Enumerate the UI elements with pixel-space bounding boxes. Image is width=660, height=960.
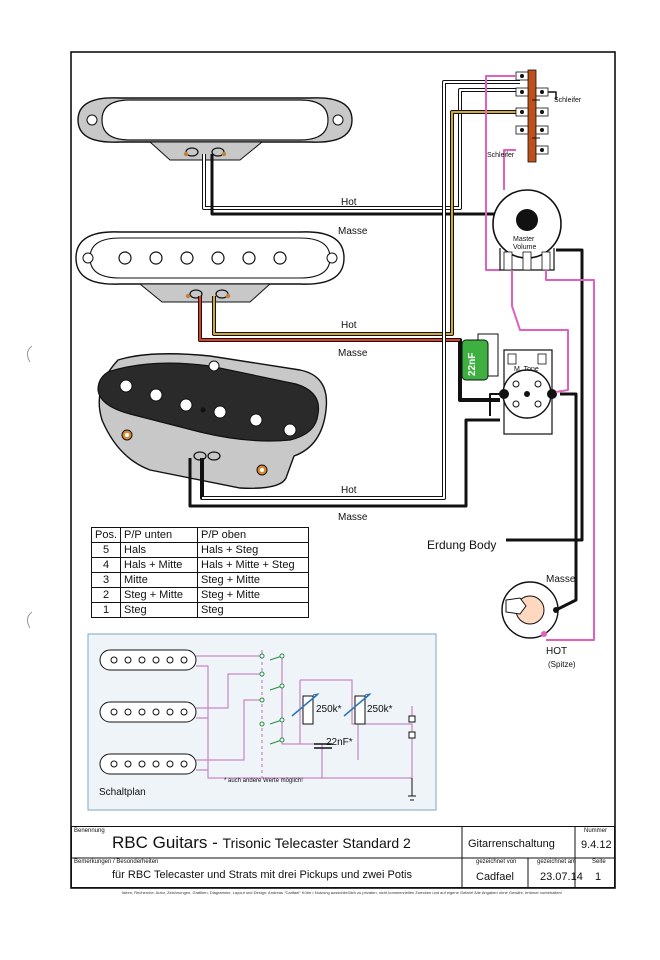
table-cell: 2 [90, 587, 122, 603]
table-cell: Steg [197, 602, 310, 618]
neck-wires [202, 88, 520, 216]
page-frame [70, 51, 616, 889]
table-header: P/P oben [197, 527, 310, 543]
schematic-title: Schaltplan [99, 787, 146, 798]
table-cell: Steg + Mitte [197, 572, 310, 588]
gezeichnet-am-label: gezeichnet am [537, 859, 577, 865]
table-cell: Hals [120, 542, 199, 558]
capacitor-22nf [461, 333, 499, 381]
label-master-volume-1: Master [513, 236, 535, 243]
table-row: 3 Mitte Steg + Mitte [90, 572, 310, 588]
switch-position-table: Pos. P/P unten P/P oben 5 Hals Hals + St… [90, 527, 310, 618]
label-hot-neck: Hot [341, 197, 357, 208]
label-schleifer-bottom: Schleifer [487, 152, 515, 159]
punch-mark-top [26, 345, 33, 363]
schematic-note: * auch andere Werte möglich! [224, 778, 303, 784]
table-cell: Mitte [120, 572, 199, 588]
footer-disclaimer: Ideen, Recherche, Autor, Zeichnungen, Gr… [121, 890, 563, 895]
drawing-description: für RBC Telecaster und Strats mit drei P… [112, 869, 412, 881]
label-masse-middle: Masse [338, 348, 368, 359]
bemerkungen-label: Bemerkungen / Besonderheiten [74, 859, 159, 865]
drawing-subtitle: Trisonic Telecaster Standard 2 [222, 835, 411, 851]
table-row: 5 Hals Hals + Steg [90, 542, 310, 558]
table-row: 2 Steg + Mitte Steg + Mitte [90, 587, 310, 603]
title-dash: - [207, 833, 223, 852]
label-schleifer-top: Schleifer [554, 97, 582, 104]
author-name: Cadfael [476, 871, 514, 883]
schematic-cap-label: 22nF* [326, 737, 353, 748]
label-22nf: 22nF [467, 352, 478, 376]
label-masse-jack: Masse [546, 574, 576, 585]
output-jack [501, 581, 559, 639]
title-block-grid [71, 826, 615, 888]
schematic-pot2-label: 250k* [367, 704, 393, 715]
table-cell: 4 [90, 557, 122, 573]
table-cell: Hals + Mitte [120, 557, 199, 573]
category-label: Gitarrenschaltung [468, 838, 555, 850]
benennung-label: Benennung [74, 828, 105, 834]
table-header: Pos. [90, 527, 122, 543]
table-header: P/P unten [120, 527, 199, 543]
middle-pickup [75, 231, 345, 303]
schematic-pot1-label: 250k* [316, 704, 342, 715]
label-hot-bridge: Hot [341, 485, 357, 496]
table-cell: Steg + Mitte [120, 587, 199, 603]
label-hot-jack: HOT [546, 646, 568, 657]
master-tone-pot [499, 349, 557, 435]
switch-output-wires [485, 75, 557, 271]
nummer-label: Nummer [584, 828, 608, 834]
master-volume-pot [492, 189, 562, 271]
drawing-date: 23.07.14 [540, 871, 583, 883]
table-cell: Steg + Mitte [197, 587, 310, 603]
table-header-row: Pos. P/P unten P/P oben [90, 527, 310, 543]
pickup-selector-switch [515, 69, 549, 163]
table-cell: Hals + Mitte + Steg [197, 557, 310, 573]
brand-name: RBC Guitars [112, 833, 208, 852]
punch-mark-bottom [26, 611, 33, 629]
label-erdung-body: Erdung Body [427, 538, 497, 552]
label-masse-bridge: Masse [338, 512, 368, 523]
table-cell: Hals + Steg [197, 542, 310, 558]
schematic-panel [87, 633, 437, 811]
bridge-wires [188, 80, 520, 508]
title-block: Benennung RBC Guitars - Trisonic Telecas… [71, 826, 615, 888]
middle-wires [198, 110, 520, 402]
page-number: 1 [595, 871, 602, 883]
neck-pickup [77, 97, 353, 161]
table-cell: 5 [90, 542, 122, 558]
label-masse-neck: Masse [338, 226, 368, 237]
seite-label: Seite [592, 859, 606, 865]
table-row: 1 Steg Steg [90, 602, 310, 618]
label-spitze: (Spitze) [548, 660, 576, 669]
pot-interconnect-wires [489, 248, 595, 641]
table-row: 4 Hals + Mitte Hals + Mitte + Steg [90, 557, 310, 573]
table-cell: 1 [90, 602, 122, 618]
drawing-title: RBC Guitars - Trisonic Telecaster Standa… [112, 833, 411, 853]
table-cell: 3 [90, 572, 122, 588]
label-master-volume-2: Volume [513, 244, 537, 251]
bridge-pickup [97, 353, 328, 489]
label-hot-middle: Hot [341, 320, 357, 331]
drawing-number: 9.4.12 [581, 839, 612, 851]
table-cell: Steg [120, 602, 199, 618]
label-m-tone: M. Tone [514, 366, 539, 373]
gezeichnet-von-label: gezeichnet von [476, 859, 517, 865]
